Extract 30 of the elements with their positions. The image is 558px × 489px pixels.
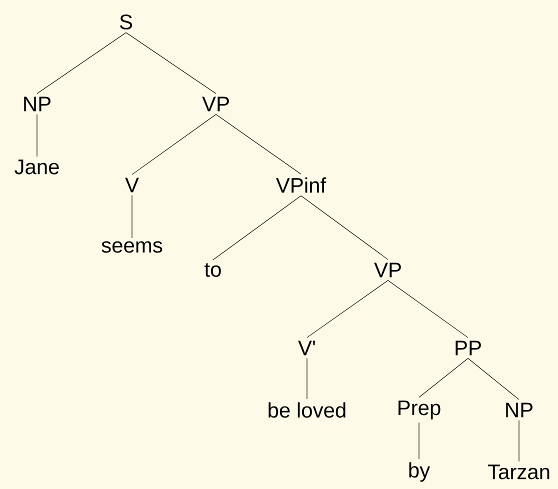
tree-label: V'	[298, 340, 315, 356]
tree-label: be loved	[268, 402, 346, 418]
tree-label: VP	[374, 262, 401, 278]
tree-label: Tarzan	[488, 464, 550, 480]
tree-branch	[418, 358, 468, 398]
tree-label: NP	[24, 96, 50, 112]
tree-branch	[212, 196, 302, 260]
tree-branch	[216, 114, 302, 174]
tree-label: NP	[506, 402, 532, 418]
tree-branch	[518, 420, 520, 462]
tree-branch	[306, 358, 308, 400]
tree-branch	[36, 32, 126, 94]
tree-label: VP	[202, 96, 229, 112]
tree-branch	[468, 358, 520, 400]
tree-label: V	[125, 178, 139, 192]
tree-label: seems	[102, 241, 162, 253]
tree-label: VPinf	[276, 177, 326, 193]
tree-branch	[418, 422, 420, 460]
tree-branch	[300, 196, 388, 260]
tree-label: PP	[456, 340, 481, 356]
tree-label: to	[204, 263, 221, 277]
tree-branch	[388, 280, 468, 338]
tree-label: by	[409, 462, 430, 482]
tree-branch	[306, 280, 388, 338]
tree-branch	[132, 114, 216, 175]
tree-label: S	[120, 14, 132, 30]
tree-branch	[36, 114, 38, 157]
tree-branch	[126, 32, 216, 94]
tree-label: Jane	[14, 160, 59, 174]
tree-label: Prep	[398, 400, 440, 420]
